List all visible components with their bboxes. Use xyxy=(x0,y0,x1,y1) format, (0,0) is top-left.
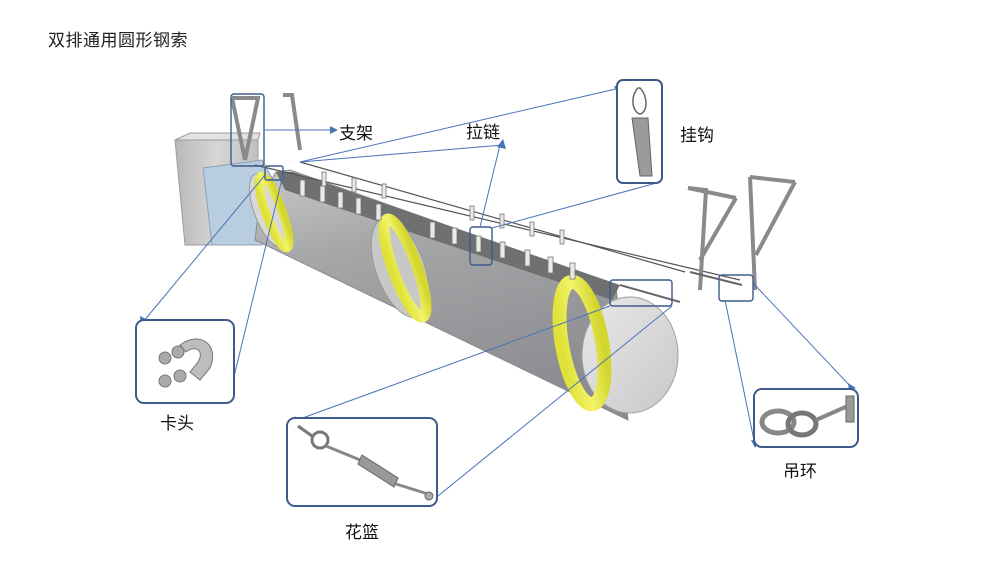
turnbuckle-small xyxy=(619,271,743,303)
round-duct xyxy=(249,169,679,421)
page-title: 双排通用圆形钢索 xyxy=(48,31,188,51)
label-hook: 挂钩 xyxy=(680,126,714,146)
label-clamp: 卡头 xyxy=(160,414,194,434)
callout-hook xyxy=(616,79,663,184)
hanger-row xyxy=(299,171,576,280)
callout-ring xyxy=(753,388,859,448)
callout-turnbuckle xyxy=(286,417,438,507)
callout-clamp xyxy=(135,319,235,404)
label-ring: 吊环 xyxy=(783,462,817,482)
label-turnbuckle: 花篮 xyxy=(345,523,379,543)
label-zipper: 拉链 xyxy=(466,123,500,143)
steel-cables xyxy=(254,161,741,281)
support-frames xyxy=(230,93,797,291)
leader-lines xyxy=(142,87,853,501)
label-support: 支架 xyxy=(339,124,373,144)
duct-bands xyxy=(254,171,612,412)
